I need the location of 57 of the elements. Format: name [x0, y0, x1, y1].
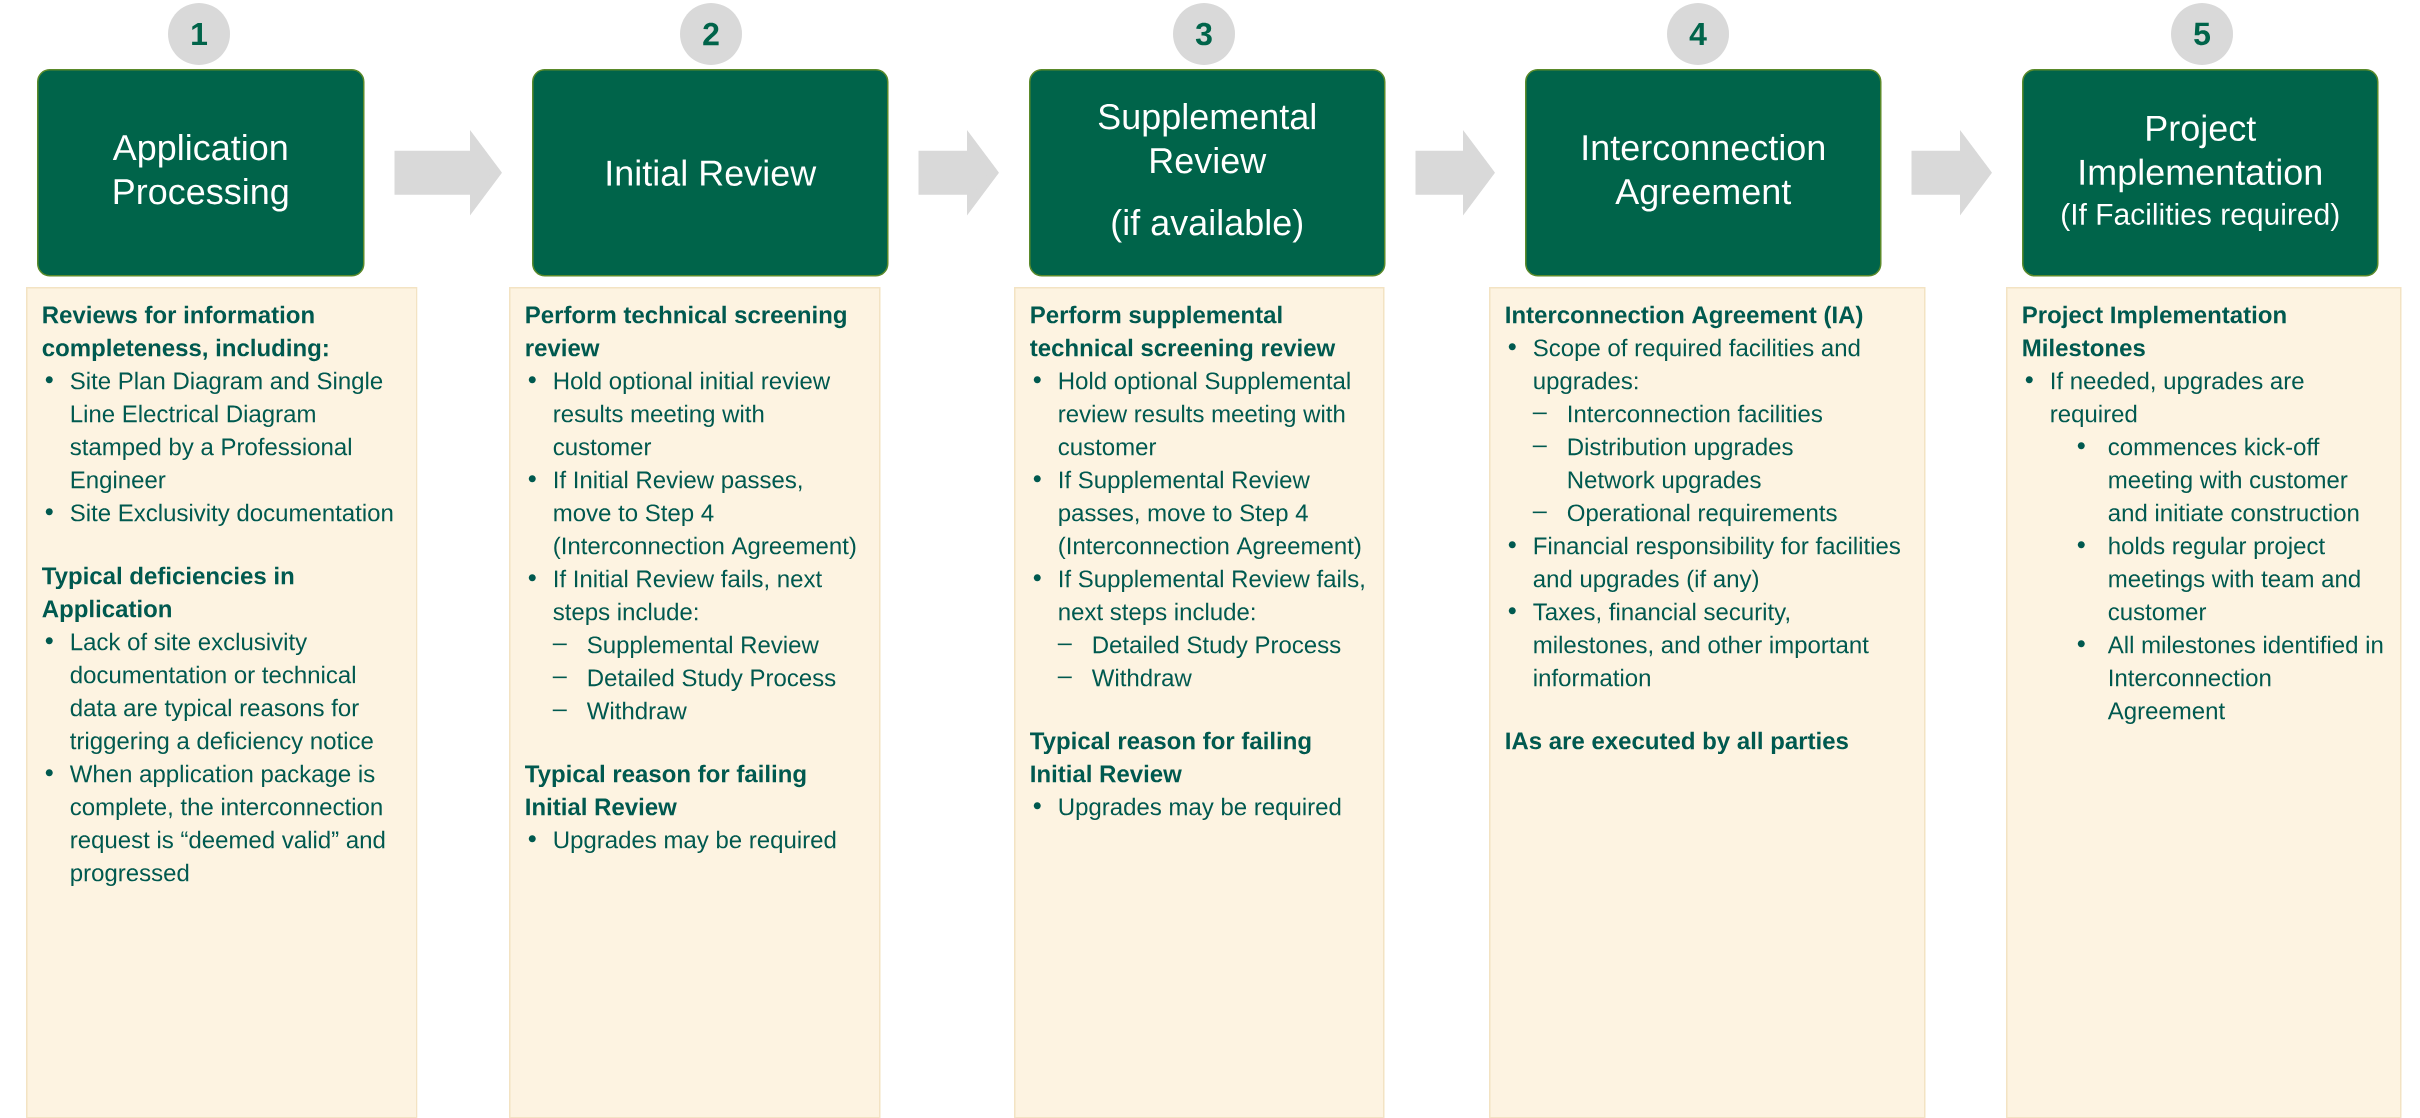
- section-heading: Perform technical screening review: [526, 305, 846, 357]
- bullet-item: Upgrades may be required: [1033, 797, 1341, 821]
- dash-item: Detailed Study Process: [1056, 635, 1341, 659]
- box-title: Interconnection Agreement: [1583, 133, 1824, 212]
- box-subtitle: (if available): [1112, 209, 1302, 243]
- text-panel: [26, 287, 418, 1118]
- bullet-item: If Initial Review passes, move to Step 4 (Interconnection Agreement): [528, 470, 856, 560]
- step-box: [532, 69, 889, 277]
- bullet-item: Site Plan Diagram and Single Line Electrical Diagram stamped by a Professional Engineer: [45, 371, 383, 494]
- bullet-item: Hold optional initial review results meeting with customer: [528, 371, 831, 456]
- dash-item: Supplemental Review: [551, 635, 819, 659]
- text-panel: [1489, 287, 1926, 1118]
- bullet-item: When application package is complete, the interconnection request is “deemed valid” and progressed: [45, 764, 385, 887]
- step-box: [1525, 69, 1882, 277]
- bullet-item: Financial responsibility for facilities and upgrades (if any): [1508, 536, 1900, 593]
- bullet-item: Lack of site exclusivity documentation or technical data are typical reasons for triggering a deficiency notice: [45, 632, 373, 755]
- section-heading: Interconnection Agreement (IA): [1506, 305, 1863, 329]
- step-number: 5: [2171, 3, 2233, 65]
- dash-item: Distribution upgrades: [1531, 437, 1793, 461]
- section-heading: Typical reason for failing Initial Review: [525, 764, 806, 816]
- dash-item: Operational requirements: [1531, 503, 1837, 527]
- bullet-item: Scope of required facilities and upgrades:: [1508, 338, 1860, 395]
- dash-item: Interconnection facilities: [1531, 404, 1822, 423]
- dash-item: Withdraw: [1056, 668, 1192, 687]
- section-heading: Typical deficiencies in Application: [42, 566, 294, 623]
- step-number: 1: [168, 3, 230, 65]
- step-box: [1029, 69, 1386, 277]
- dash-item: Detailed Study Process: [551, 668, 836, 692]
- step-box: [37, 69, 365, 277]
- bullet-item: If Initial Review fails, next steps include:: [528, 569, 822, 626]
- bullet-item: If Supplemental Review fails, next steps include:: [1033, 569, 1364, 626]
- box-subtitle: (If Facilities required): [2062, 202, 2339, 231]
- section-heading: Reviews for information completeness, including:: [42, 305, 328, 362]
- dash-item: Withdraw: [551, 701, 687, 720]
- text-panel: [509, 287, 881, 1118]
- box-title: Application Processing: [112, 133, 288, 212]
- step-box: [2022, 69, 2379, 277]
- bullet-item: holds regular project meetings with team and customer: [2077, 536, 2360, 621]
- bullet-item: All milestones identified in Interconnection Agreement: [2077, 635, 2383, 725]
- section-heading: Typical reason for failing Initial Review: [1030, 731, 1311, 783]
- bullet-item: Taxes, financial security, milestones, and other important information: [1508, 602, 1869, 687]
- step-number: 4: [1667, 3, 1729, 65]
- list-item: Network upgrades: [1568, 470, 1761, 494]
- section-heading: Project Implementation Milestones: [2023, 305, 2286, 357]
- section-heading: Perform supplemental technical screening review: [1030, 305, 1336, 362]
- section-heading: IAs are executed by all parties: [1506, 731, 1848, 755]
- step-number: 3: [1173, 3, 1235, 65]
- text-panel: [2006, 287, 2402, 1118]
- box-title: Initial Review: [607, 159, 817, 186]
- step-number: 2: [680, 3, 742, 65]
- text-panel: [1014, 287, 1385, 1118]
- bullet-item: Upgrades may be required: [528, 830, 836, 854]
- box-title: Supplemental Review: [1098, 103, 1315, 174]
- box-title: Project Implementation: [2080, 114, 2321, 193]
- bullet-item: Hold optional Supplemental review results meeting with customer: [1033, 371, 1350, 456]
- bullet-item: If Supplemental Review passes, move to Step 4 (Interconnection Agreement): [1033, 470, 1361, 560]
- bullet-item: Site Exclusivity documentation: [45, 503, 393, 527]
